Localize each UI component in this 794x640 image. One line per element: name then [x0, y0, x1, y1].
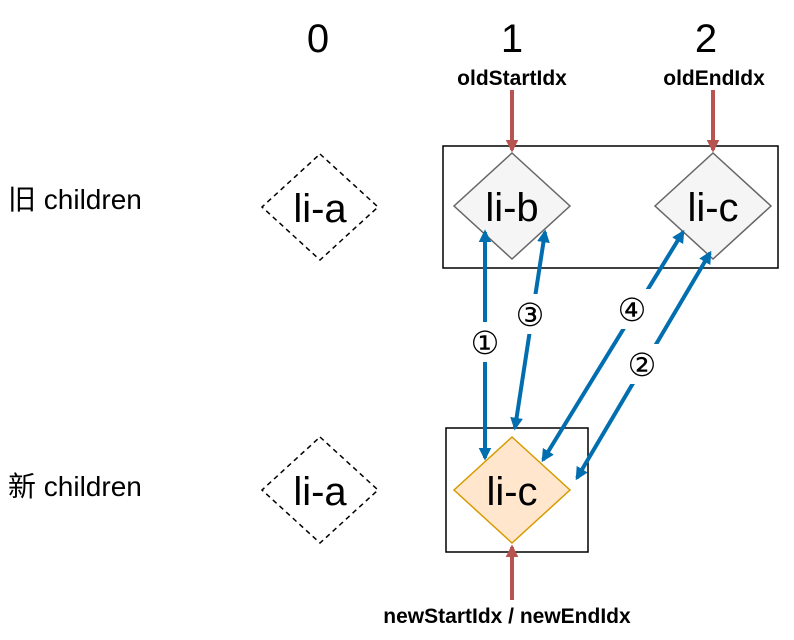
- index-label-0: 0: [307, 17, 329, 61]
- step-3-bg: [510, 294, 550, 334]
- old-start-idx-label: oldStartIdx: [457, 67, 567, 90]
- step-4-label: ④: [618, 291, 647, 329]
- step-2-label: ②: [628, 346, 657, 384]
- step-2-bg: [622, 344, 662, 384]
- index-label-1: 1: [501, 17, 523, 61]
- old-node-li-b-label: li-b: [485, 186, 538, 230]
- old-node-li-a: [260, 152, 380, 262]
- step-4-bg: [612, 289, 652, 329]
- new-node-li-c-label: li-c: [486, 470, 537, 514]
- new-node-li-c: [452, 435, 572, 545]
- old-children-label: 旧 children: [8, 184, 142, 215]
- old-node-li-a-label: li-a: [293, 187, 347, 231]
- new-node-li-a: [260, 435, 380, 545]
- old-node-li-c-label: li-c: [687, 186, 738, 230]
- index-label-2: 2: [695, 17, 717, 61]
- step-1-label: ①: [471, 324, 500, 362]
- new-children-label: 新 children: [8, 471, 142, 502]
- old-end-idx-label: oldEndIdx: [663, 67, 765, 90]
- new-start-end-idx-label: newStartIdx / newEndIdx: [383, 605, 631, 628]
- step-1-bg: [465, 322, 505, 362]
- new-node-li-a-label: li-a: [293, 470, 347, 514]
- step-3-label: ③: [516, 296, 545, 334]
